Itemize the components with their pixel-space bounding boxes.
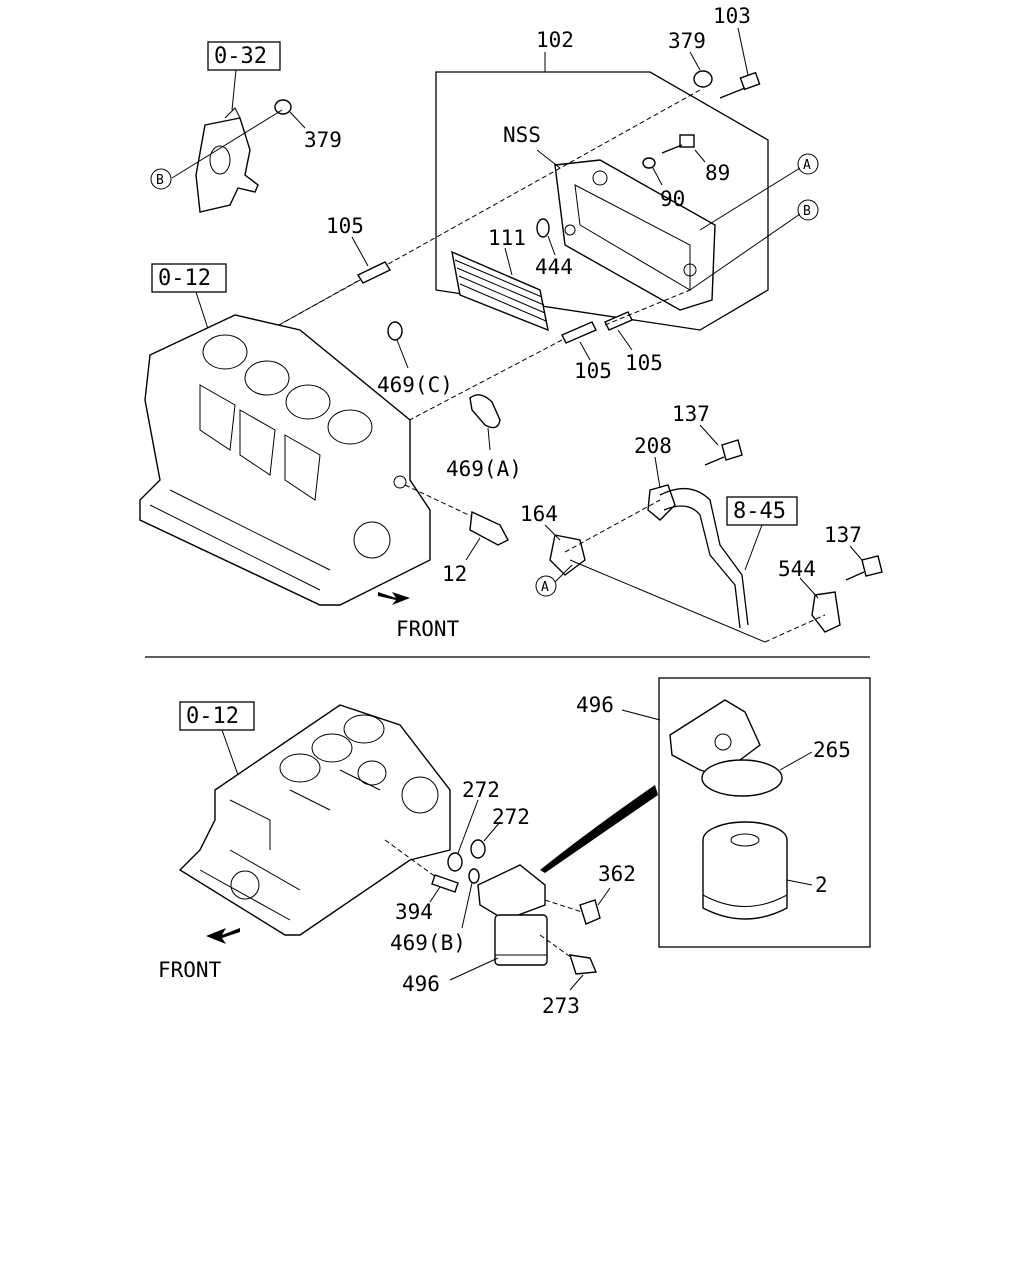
o-ring-444 xyxy=(536,218,550,238)
label-89: 89 xyxy=(705,161,730,185)
callout-b xyxy=(150,168,172,190)
label-105-left: 105 xyxy=(326,214,364,238)
engine-block-bottom xyxy=(178,704,451,936)
label-103: 103 xyxy=(713,4,751,28)
thermostat-housing xyxy=(195,107,259,213)
label-469a: 469(A) xyxy=(446,457,522,481)
callout-a2: A xyxy=(541,580,549,595)
bolt-137-lower xyxy=(861,555,883,577)
label-12: 12 xyxy=(442,562,467,586)
o-ring-272-b xyxy=(470,839,486,859)
oil-pipe xyxy=(549,484,749,629)
bolt-273 xyxy=(568,954,598,975)
stud-105-mid xyxy=(561,321,597,344)
label-379: 379 xyxy=(668,29,706,53)
cooler-group-outline xyxy=(435,71,769,331)
label-164: 164 xyxy=(520,502,558,526)
o-ring-469c xyxy=(387,321,403,341)
label-272-a: 272 xyxy=(462,778,500,802)
stud-105-right xyxy=(604,311,633,331)
nut-362 xyxy=(579,899,601,925)
flange-544 xyxy=(811,591,841,633)
ref-8-45[interactable]: 8-45 xyxy=(733,499,786,524)
label-496-upper: 496 xyxy=(576,693,614,717)
label-102: 102 xyxy=(536,28,574,52)
label-105-right: 105 xyxy=(625,351,663,375)
label-137-lower: 137 xyxy=(824,523,862,547)
detail-box xyxy=(658,677,871,948)
stud-394 xyxy=(431,874,459,893)
engine-block-top xyxy=(139,314,431,606)
label-111: 111 xyxy=(488,226,526,250)
front-label-top: FRONT xyxy=(396,617,460,641)
bolt-137-upper xyxy=(721,439,743,461)
label-nss: NSS xyxy=(503,123,541,147)
ref-0-32[interactable]: 0-32 xyxy=(214,44,267,69)
washer-379-cooler xyxy=(693,70,713,88)
ref-0-12-top[interactable]: 0-12 xyxy=(158,266,211,291)
cooler-element xyxy=(451,250,549,332)
callout-a-bottom xyxy=(535,575,557,597)
callout-b2: B xyxy=(803,204,811,219)
washer-90 xyxy=(642,157,656,169)
label-379-thermo: 379 xyxy=(304,128,342,152)
callout-b-top xyxy=(797,199,819,221)
label-444: 444 xyxy=(535,255,573,279)
label-273: 273 xyxy=(542,994,580,1018)
fitting-12 xyxy=(469,510,509,546)
washer-379 xyxy=(274,99,292,115)
label-469c: 469(C) xyxy=(377,373,453,397)
gasket-469a xyxy=(469,394,501,429)
label-362: 362 xyxy=(598,862,636,886)
ref-box-0-12-bottom[interactable] xyxy=(179,701,255,731)
o-ring-272-a xyxy=(447,852,463,872)
label-208: 208 xyxy=(634,434,672,458)
o-ring-469b xyxy=(468,868,480,884)
ref-box-0-32[interactable] xyxy=(207,41,281,71)
label-137-upper: 137 xyxy=(672,402,710,426)
bolt-103 xyxy=(719,71,761,99)
label-105-mid: 105 xyxy=(574,359,612,383)
label-90: 90 xyxy=(660,187,685,211)
oil-cooler-cover xyxy=(554,159,716,311)
front-label-bottom: FRONT xyxy=(158,958,222,982)
label-544: 544 xyxy=(778,557,816,581)
label-469b: 469(B) xyxy=(390,931,466,955)
callout-b1: B xyxy=(156,173,164,188)
callout-a-top xyxy=(797,153,819,175)
oil-filter-assembly xyxy=(477,864,548,966)
filter-head xyxy=(669,699,783,797)
callout-a1: A xyxy=(803,158,811,173)
label-2: 2 xyxy=(815,873,828,897)
ref-box-0-12-top[interactable] xyxy=(151,263,227,293)
detail-pointer xyxy=(540,785,658,873)
front-arrow-top-icon xyxy=(378,592,410,605)
stud-105-left xyxy=(356,261,392,284)
label-394: 394 xyxy=(395,900,433,924)
label-272-b: 272 xyxy=(492,805,530,829)
filter-cartridge xyxy=(702,821,788,920)
front-arrow-bottom-icon xyxy=(206,928,240,944)
label-496-lower: 496 xyxy=(402,972,440,996)
ref-0-12-bottom[interactable]: 0-12 xyxy=(186,704,239,729)
bolt-89 xyxy=(661,134,695,154)
label-265: 265 xyxy=(813,738,851,762)
